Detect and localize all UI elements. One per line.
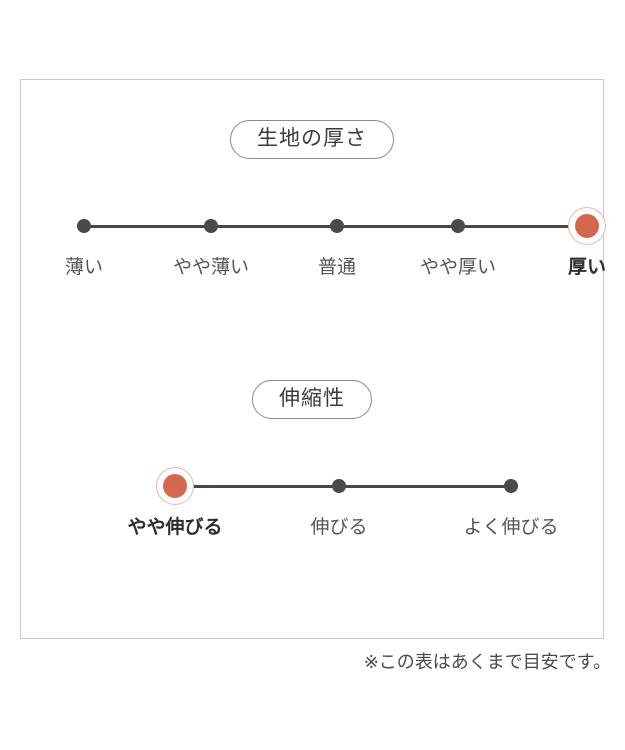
thickness-node-3[interactable] bbox=[451, 219, 465, 233]
stretch-label-0: やや伸びる bbox=[127, 517, 223, 538]
stretch-node-1[interactable] bbox=[332, 479, 346, 493]
scale-fabric-thickness: 生地の厚さ 薄い やや薄い 普通 やや厚い 厚い bbox=[21, 120, 607, 291]
scale-stretchiness: 伸縮性 やや伸びる 伸びる よく伸びる bbox=[21, 380, 603, 551]
thickness-label-2: 普通 bbox=[317, 257, 357, 278]
thickness-node-2[interactable] bbox=[330, 219, 344, 233]
scale-title-row: 生地の厚さ bbox=[21, 120, 603, 159]
stretch-track[interactable] bbox=[21, 463, 603, 509]
stretch-node-2[interactable] bbox=[504, 479, 518, 493]
thickness-label-3: やや厚い bbox=[419, 257, 497, 278]
stretch-labels: やや伸びる 伸びる よく伸びる bbox=[21, 517, 603, 551]
thickness-node-0[interactable] bbox=[77, 219, 91, 233]
scale-title-row-stretch: 伸縮性 bbox=[21, 380, 603, 419]
thickness-labels: 薄い やや薄い 普通 やや厚い 厚い bbox=[21, 257, 607, 291]
thickness-node-4-selected[interactable] bbox=[575, 214, 599, 238]
thickness-track[interactable] bbox=[21, 203, 603, 249]
thickness-label-1: やや薄い bbox=[172, 257, 250, 278]
scale-title-badge-thickness: 生地の厚さ bbox=[230, 120, 394, 159]
scale-title-badge-stretch: 伸縮性 bbox=[252, 380, 372, 419]
fabric-spec-card: 生地の厚さ 薄い やや薄い 普通 やや厚い 厚い 伸縮性 bbox=[20, 79, 607, 639]
thickness-label-0: 薄い bbox=[64, 257, 104, 278]
footnote-disclaimer: ※この表はあくまで目安です。 bbox=[363, 652, 611, 672]
thickness-label-4: 厚い bbox=[567, 257, 607, 278]
thickness-node-1[interactable] bbox=[204, 219, 218, 233]
stretch-node-0-selected[interactable] bbox=[163, 474, 187, 498]
stretch-label-2: よく伸びる bbox=[463, 517, 559, 538]
stretch-label-1: 伸びる bbox=[310, 517, 368, 538]
